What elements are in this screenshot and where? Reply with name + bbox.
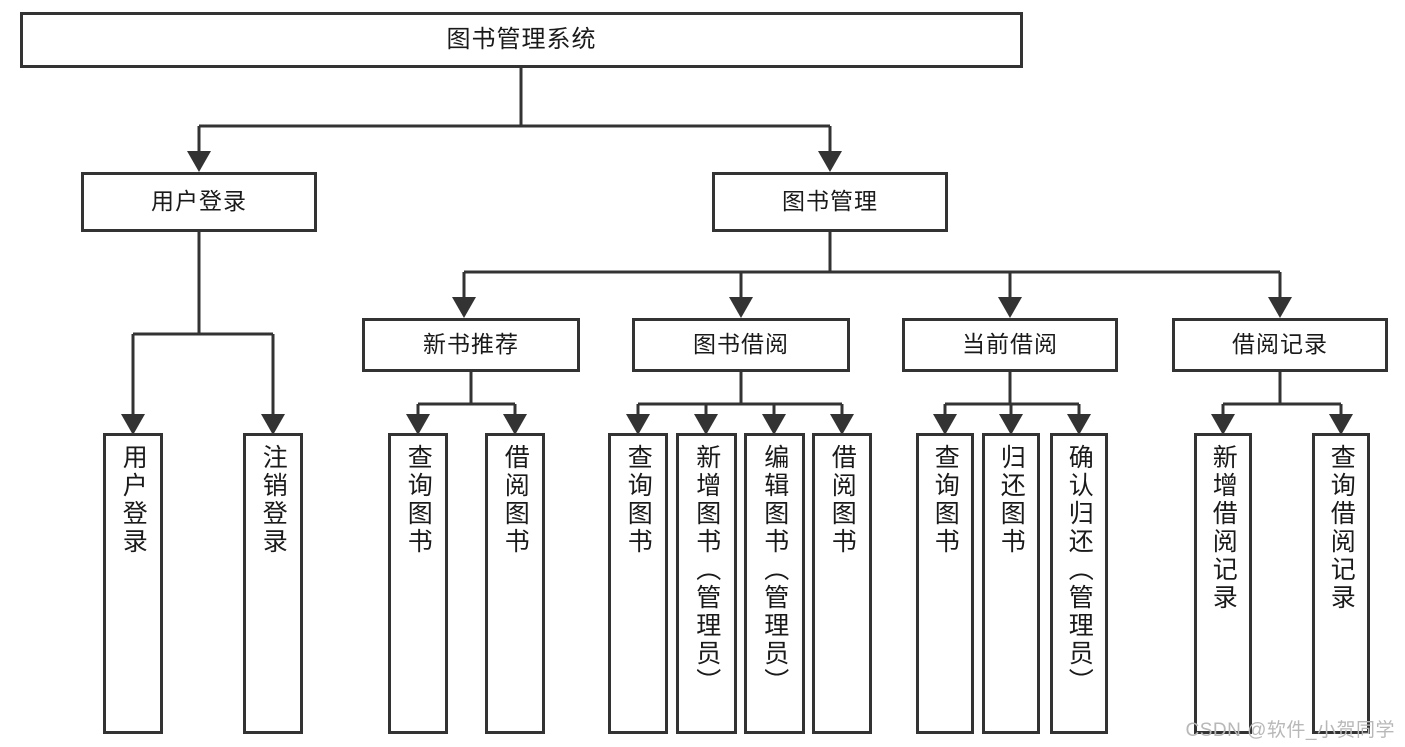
node-leaf-query-borrow-record[interactable]: 查询借阅记录 bbox=[1312, 433, 1370, 734]
node-leaf-query-book-3[interactable]: 查询图书 bbox=[916, 433, 974, 734]
node-leaf-logout-login[interactable]: 注销登录 bbox=[243, 433, 303, 734]
node-borrow-record-label: 借阅记录 bbox=[1232, 331, 1328, 358]
node-leaf-borrow-book-1[interactable]: 借阅图书 bbox=[485, 433, 545, 734]
node-leaf-return-book-label: 归还图书 bbox=[997, 444, 1026, 556]
node-leaf-borrow-book-2-label: 借阅图书 bbox=[828, 444, 857, 556]
node-current-borrow[interactable]: 当前借阅 bbox=[902, 318, 1118, 372]
node-leaf-confirm-return-admin[interactable]: 确认归还（管理员） bbox=[1050, 433, 1108, 734]
node-leaf-edit-book-admin[interactable]: 编辑图书（管理员） bbox=[744, 433, 805, 734]
node-leaf-add-book-admin-label: 新增图书（管理员） bbox=[692, 444, 721, 696]
node-leaf-query-borrow-record-label: 查询借阅记录 bbox=[1327, 444, 1356, 612]
node-leaf-query-book-2[interactable]: 查询图书 bbox=[608, 433, 668, 734]
node-book-borrow[interactable]: 图书借阅 bbox=[632, 318, 850, 372]
node-leaf-logout-login-label: 注销登录 bbox=[259, 444, 288, 556]
node-root[interactable]: 图书管理系统 bbox=[20, 12, 1023, 68]
node-leaf-query-book-1-label: 查询图书 bbox=[404, 444, 433, 556]
node-new-book-recommend[interactable]: 新书推荐 bbox=[362, 318, 580, 372]
node-book-manage[interactable]: 图书管理 bbox=[712, 172, 948, 232]
node-book-borrow-label: 图书借阅 bbox=[693, 331, 789, 358]
node-leaf-add-borrow-record[interactable]: 新增借阅记录 bbox=[1194, 433, 1252, 734]
node-current-borrow-label: 当前借阅 bbox=[962, 331, 1058, 358]
node-leaf-borrow-book-2[interactable]: 借阅图书 bbox=[812, 433, 872, 734]
node-borrow-record[interactable]: 借阅记录 bbox=[1172, 318, 1388, 372]
node-leaf-add-borrow-record-label: 新增借阅记录 bbox=[1209, 444, 1238, 612]
node-leaf-user-login[interactable]: 用户登录 bbox=[103, 433, 163, 734]
node-leaf-return-book[interactable]: 归还图书 bbox=[982, 433, 1040, 734]
node-user-login[interactable]: 用户登录 bbox=[81, 172, 317, 232]
node-leaf-edit-book-admin-label: 编辑图书（管理员） bbox=[760, 444, 789, 696]
node-leaf-query-book-3-label: 查询图书 bbox=[931, 444, 960, 556]
node-book-manage-label: 图书管理 bbox=[782, 188, 878, 215]
node-user-login-label: 用户登录 bbox=[151, 188, 247, 215]
watermark: CSDN @软件_小贺同学 bbox=[1185, 720, 1395, 741]
node-leaf-query-book-1[interactable]: 查询图书 bbox=[388, 433, 448, 734]
node-leaf-borrow-book-1-label: 借阅图书 bbox=[501, 444, 530, 556]
node-root-label: 图书管理系统 bbox=[446, 25, 597, 53]
node-new-book-recommend-label: 新书推荐 bbox=[423, 331, 519, 358]
node-leaf-add-book-admin[interactable]: 新增图书（管理员） bbox=[676, 433, 737, 734]
node-leaf-query-book-2-label: 查询图书 bbox=[624, 444, 653, 556]
node-leaf-confirm-return-admin-label: 确认归还（管理员） bbox=[1065, 444, 1094, 696]
node-leaf-user-login-label: 用户登录 bbox=[119, 444, 148, 556]
